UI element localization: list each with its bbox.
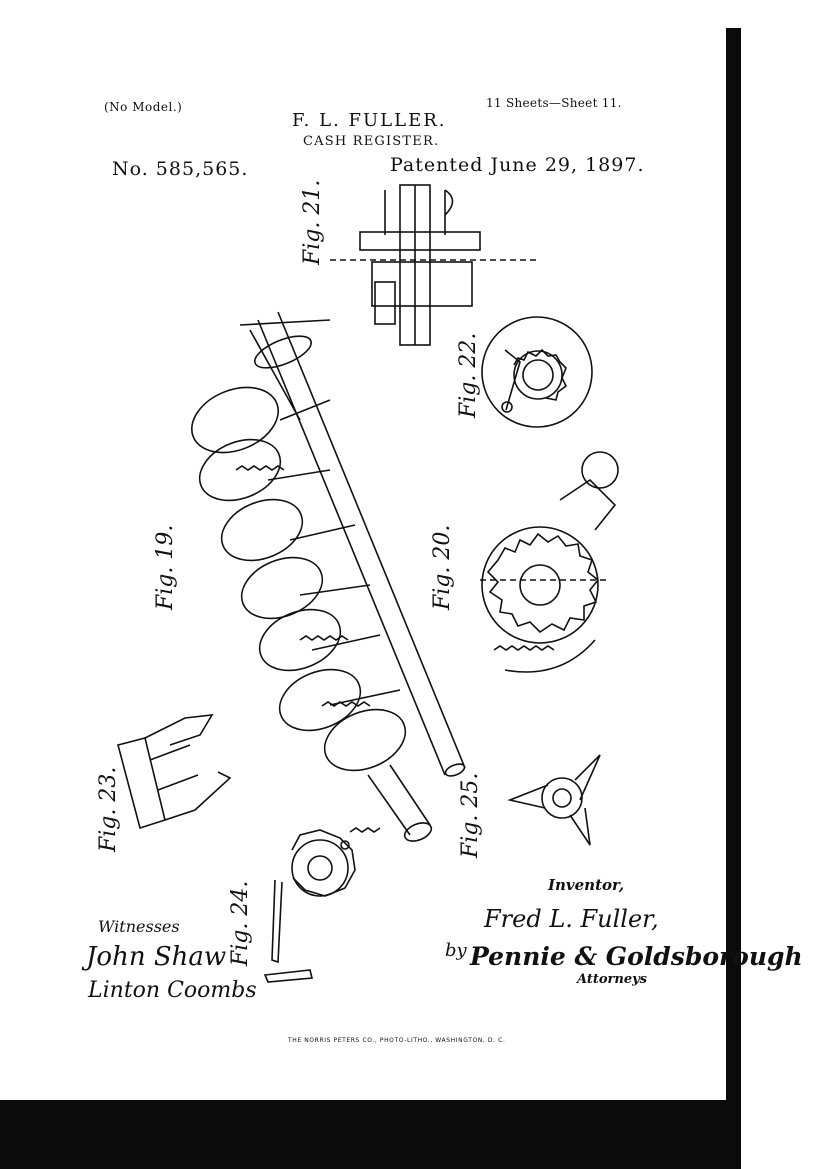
fig25-drawing xyxy=(507,754,601,846)
scan-border-right xyxy=(726,28,741,1108)
inventor-heading: F. L. FULLER. xyxy=(292,110,447,131)
attorneys-label: Attorneys xyxy=(577,972,647,987)
inventor-label: Inventor, xyxy=(548,876,625,894)
sheet-count: 11 Sheets—Sheet 11. xyxy=(486,96,622,110)
fig20-label: Fig. 20. xyxy=(430,524,455,610)
fig23-drawing xyxy=(117,714,232,830)
fig21-label: Fig. 21. xyxy=(300,179,325,265)
inventor-signature: Fred L. Fuller, xyxy=(484,905,659,933)
fig22-drawing xyxy=(481,316,593,428)
witnesses-label: Witnesses xyxy=(98,917,180,936)
fig19-label: Fig. 19. xyxy=(153,524,178,610)
fig25-label: Fig. 25. xyxy=(458,772,483,858)
fig20-drawing xyxy=(480,451,619,673)
fig22-label: Fig. 22. xyxy=(456,332,481,418)
witness-signature-2: Linton Coombs xyxy=(88,978,257,1003)
printer-credit: THE NORRIS PETERS CO., PHOTO-LITHO., WAS… xyxy=(288,1037,506,1044)
fig21-drawing xyxy=(330,184,540,346)
scan-border-bottom xyxy=(0,1100,741,1169)
fig19-drawing xyxy=(190,311,466,842)
patent-number: No. 585,565. xyxy=(112,158,249,180)
fig23-label: Fig. 23. xyxy=(96,766,121,852)
model-note: (No Model.) xyxy=(104,100,183,114)
fig24-label: Fig. 24. xyxy=(228,880,253,966)
attorney-signature: Pennie & Goldsborough xyxy=(470,942,803,971)
witness-signature-1: John Shaw xyxy=(86,942,227,972)
patent-date: Patented June 29, 1897. xyxy=(390,154,645,176)
by-label: by xyxy=(445,940,467,961)
invention-title: CASH REGISTER. xyxy=(303,134,440,149)
fig24-drawing xyxy=(263,827,381,983)
